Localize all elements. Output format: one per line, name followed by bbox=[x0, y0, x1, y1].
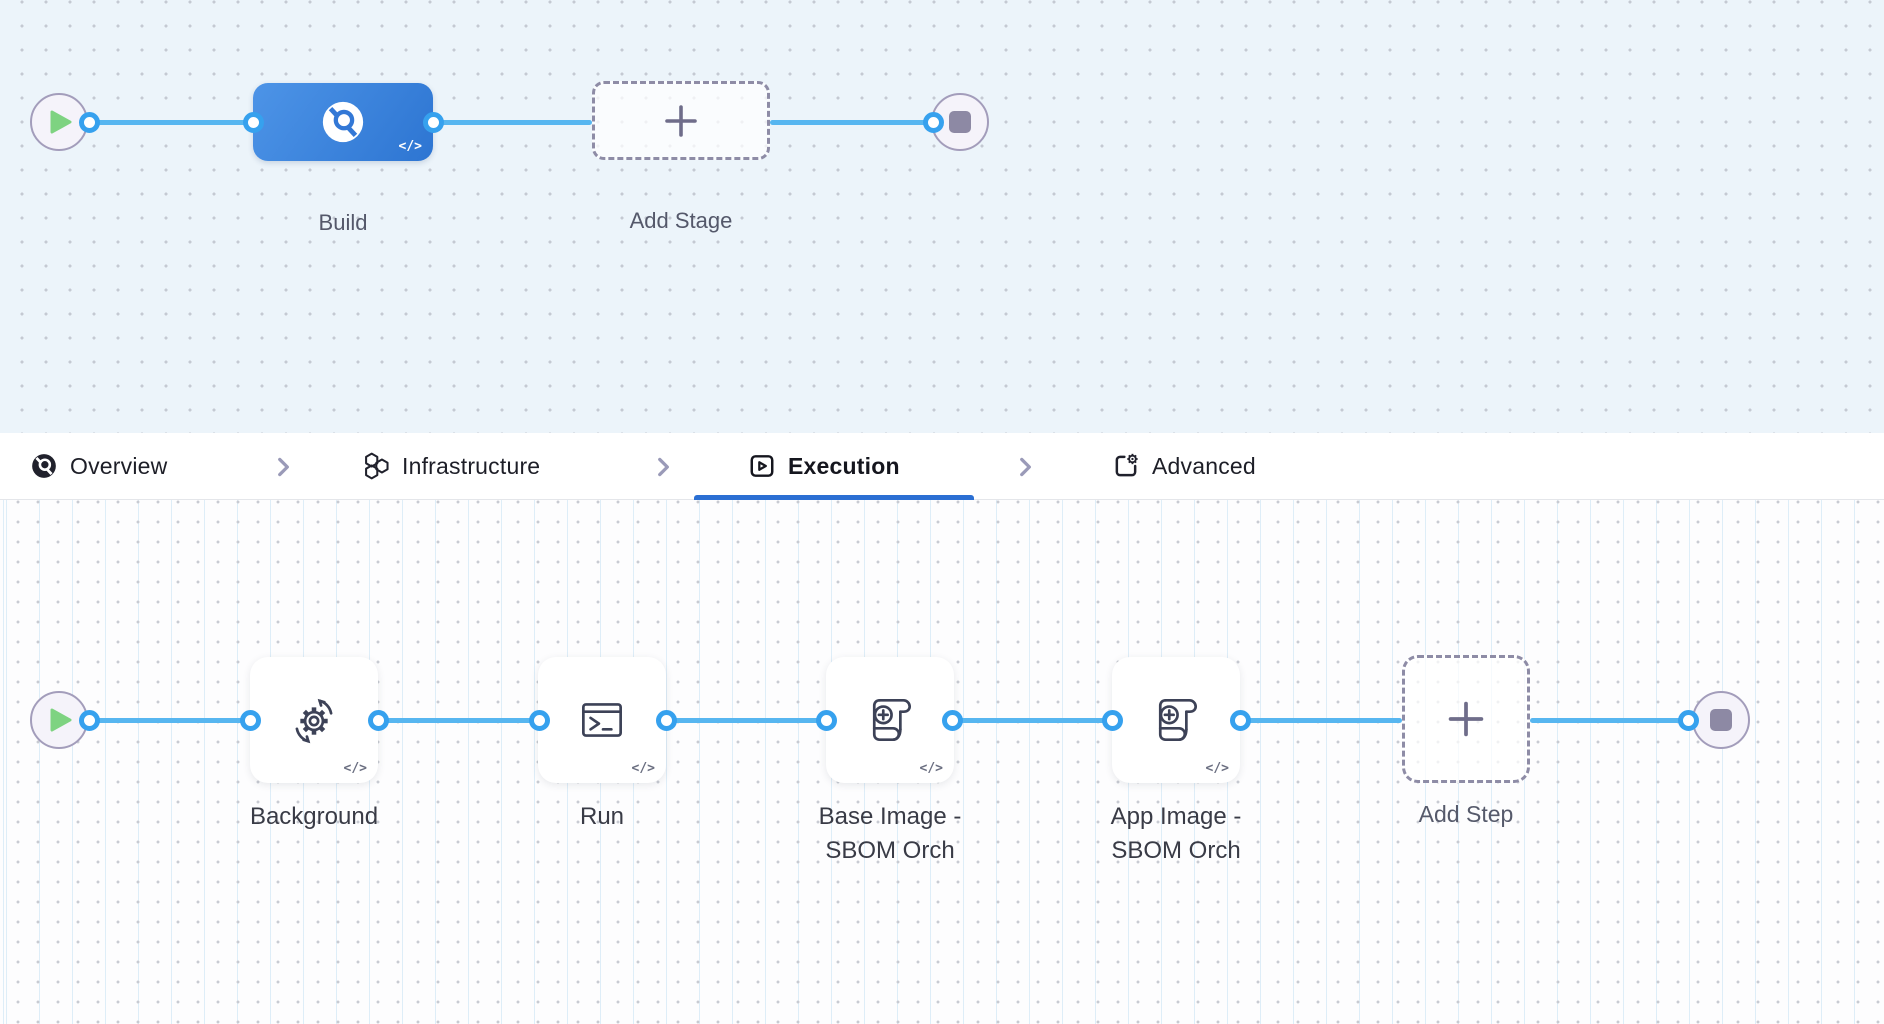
add-stage-label: Add Stage bbox=[629, 208, 733, 233]
chevron-right-icon bbox=[658, 457, 669, 477]
step-label: App Image - SBOM Orch bbox=[1110, 803, 1242, 864]
port[interactable] bbox=[239, 709, 261, 731]
yaml-badge: </> bbox=[398, 139, 422, 154]
step-label: Run bbox=[579, 803, 625, 830]
play-icon bbox=[50, 110, 72, 134]
play-icon bbox=[50, 708, 72, 732]
tab-execution[interactable]: Execution bbox=[748, 433, 900, 499]
ci-build-icon bbox=[322, 101, 364, 143]
step-node-base-image-sbom[interactable]: </> bbox=[826, 657, 954, 783]
scroll-plus-icon bbox=[1158, 698, 1198, 742]
scroll-plus-icon bbox=[872, 698, 912, 742]
edge bbox=[433, 119, 592, 125]
hexagons-icon bbox=[365, 452, 389, 480]
chevron-right-icon bbox=[278, 457, 289, 477]
execution-end-node[interactable] bbox=[1692, 691, 1750, 749]
port[interactable] bbox=[78, 111, 100, 133]
stage-config-tabbar: Overview Infrastructure Execution bbox=[0, 433, 1884, 500]
yaml-badge: </> bbox=[631, 761, 655, 776]
active-tab-underline bbox=[694, 495, 974, 500]
port[interactable] bbox=[815, 709, 837, 731]
play-square-icon bbox=[750, 455, 774, 477]
edge bbox=[378, 717, 539, 723]
terminal-icon bbox=[582, 703, 622, 737]
template-gear-icon bbox=[1115, 453, 1138, 477]
execution-canvas[interactable]: </> </> </> bbox=[0, 500, 1884, 1024]
stop-icon bbox=[949, 111, 971, 133]
port[interactable] bbox=[922, 111, 944, 133]
gear-sync-icon bbox=[295, 698, 333, 744]
edge bbox=[1240, 717, 1402, 723]
port[interactable] bbox=[78, 709, 100, 731]
stage-label: Build bbox=[318, 210, 368, 235]
port[interactable] bbox=[941, 709, 963, 731]
step-node-background[interactable]: </> bbox=[250, 657, 378, 783]
stage-canvas[interactable]: </> Build Add Stage bbox=[0, 0, 1884, 433]
chevron-right-icon bbox=[1020, 457, 1031, 477]
plus-icon bbox=[1448, 701, 1484, 737]
tab-infrastructure[interactable]: Infrastructure bbox=[362, 433, 540, 499]
tab-advanced[interactable]: Advanced bbox=[1112, 433, 1256, 499]
yaml-badge: </> bbox=[343, 761, 367, 776]
add-stage-button[interactable] bbox=[592, 81, 770, 160]
pipeline-start-node[interactable] bbox=[30, 93, 88, 151]
edge bbox=[952, 717, 1112, 723]
step-node-app-image-sbom[interactable]: </> bbox=[1112, 657, 1240, 783]
execution-start-node[interactable] bbox=[30, 691, 88, 749]
step-label: Background bbox=[249, 803, 379, 830]
edge bbox=[666, 717, 826, 723]
port[interactable] bbox=[367, 709, 389, 731]
port[interactable] bbox=[1677, 709, 1699, 731]
ci-overview-icon bbox=[32, 454, 56, 478]
edge bbox=[89, 119, 253, 125]
edge bbox=[1530, 717, 1688, 723]
port[interactable] bbox=[1229, 709, 1251, 731]
step-label: Base Image - SBOM Orch bbox=[818, 803, 962, 864]
yaml-badge: </> bbox=[1205, 761, 1229, 776]
plus-icon bbox=[665, 104, 697, 137]
add-step-button[interactable] bbox=[1402, 655, 1530, 783]
yaml-badge: </> bbox=[919, 761, 943, 776]
step-node-run[interactable]: </> bbox=[538, 657, 666, 783]
port[interactable] bbox=[655, 709, 677, 731]
tab-overview[interactable]: Overview bbox=[30, 433, 167, 499]
edge bbox=[89, 717, 250, 723]
add-step-label: Add Step bbox=[1418, 801, 1514, 827]
port[interactable] bbox=[528, 709, 550, 731]
stop-icon bbox=[1710, 709, 1732, 731]
edge bbox=[770, 119, 933, 125]
port[interactable] bbox=[242, 111, 264, 133]
port[interactable] bbox=[422, 111, 444, 133]
stage-node-build[interactable]: </> bbox=[253, 83, 433, 161]
pipeline-end-node[interactable] bbox=[931, 93, 989, 151]
port[interactable] bbox=[1101, 709, 1123, 731]
